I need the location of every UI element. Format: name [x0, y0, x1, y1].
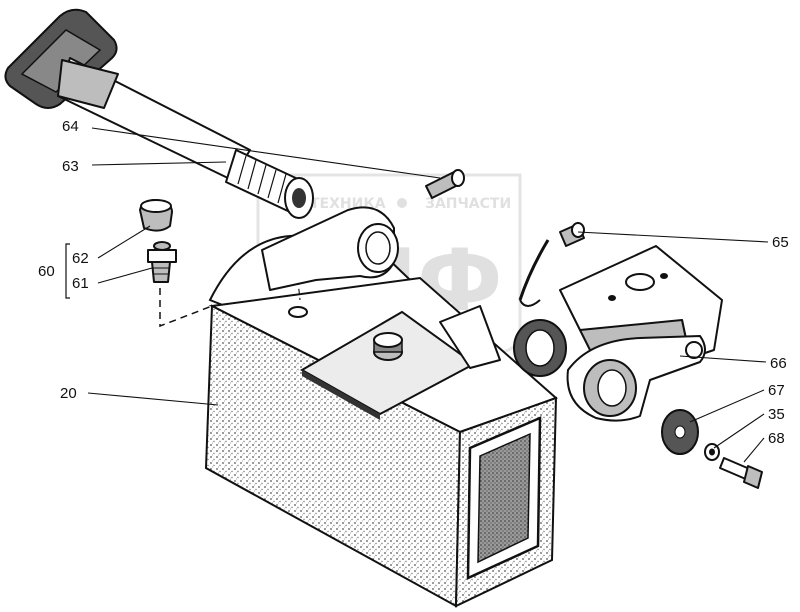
watermark-text-right: ЗАПЧАСТИ [425, 196, 511, 212]
callout-67: 67 [768, 382, 785, 399]
bolt-68 [719, 457, 763, 489]
callout-64: 64 [62, 118, 79, 135]
lever-arm [261, 206, 399, 291]
washer-67 [661, 409, 699, 455]
leader-lines [65, 127, 769, 463]
slack-adjuster-66 [566, 335, 706, 422]
cap-62 [139, 199, 173, 232]
callout-66: 66 [770, 355, 787, 372]
bracket-60 [65, 243, 70, 299]
nut-35 [704, 443, 720, 461]
callout-65: 65 [772, 234, 789, 251]
callout-63: 63 [62, 158, 79, 175]
shaft-collar [57, 59, 119, 109]
grease-fitting-65 [518, 222, 585, 307]
housing-20 [204, 230, 558, 608]
callout-68: 68 [768, 430, 785, 447]
callout-60: 60 [38, 263, 55, 280]
callout-20: 20 [60, 385, 77, 402]
shaft-spline-bore [292, 188, 306, 208]
callout-35: 35 [768, 406, 785, 423]
bushing-ring [513, 319, 567, 377]
grease-fitting-64 [425, 169, 465, 199]
callout-labels: 64 63 62 60 61 20 65 66 67 35 68 [38, 118, 789, 447]
shaft-assembly [4, 8, 314, 219]
assembly-dash-line [159, 288, 213, 328]
watermark-gear-icon [397, 198, 407, 208]
plug-61 [147, 241, 177, 283]
callout-61: 61 [72, 275, 89, 292]
callout-62: 62 [72, 250, 89, 267]
